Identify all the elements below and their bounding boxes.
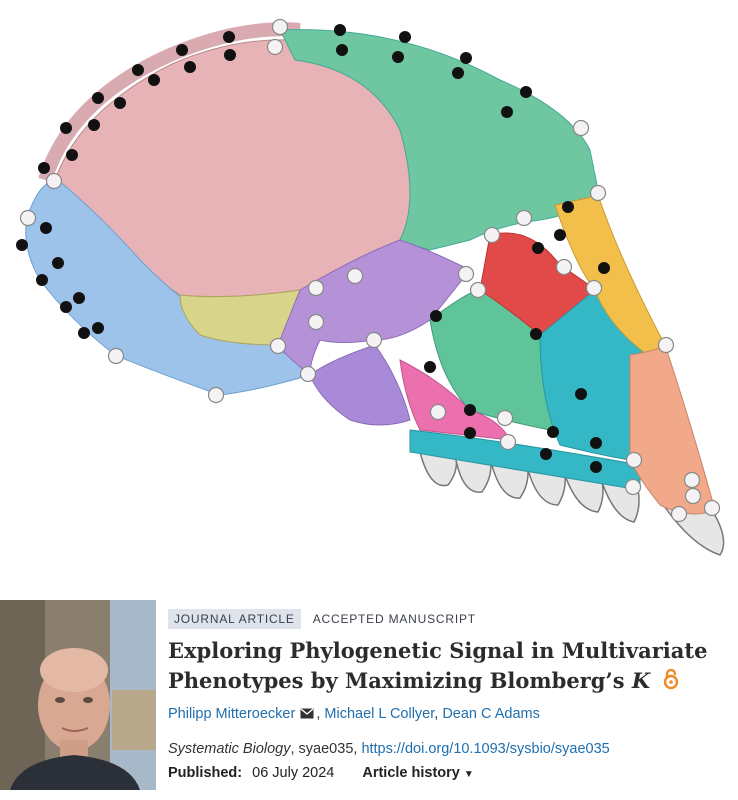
published-date: 06 July 2024 <box>252 765 335 781</box>
article-title-line1: Exploring Phylogenetic Signal in Multiva… <box>168 638 708 663</box>
lacrimal-region <box>479 232 596 336</box>
article-title-line2: Phenotypes by Maximizing Blomberg’s <box>168 668 625 693</box>
author-photo <box>0 600 156 790</box>
author-sep-2: , <box>434 706 443 722</box>
skull-landmark-figure <box>16 18 725 556</box>
open-access-lock-icon <box>663 668 679 698</box>
article-id: , syae035, <box>290 741 362 757</box>
citation-line: Systematic Biology, syae035, https://doi… <box>168 739 734 759</box>
article-history-label: Article history <box>362 765 460 781</box>
journal-name: Systematic Biology <box>168 741 291 757</box>
frontal-region <box>279 29 601 251</box>
doi-link[interactable]: https://doi.org/10.1093/sysbio/syae035 <box>361 741 610 757</box>
article-history-button[interactable]: Article history▼ <box>362 765 473 781</box>
author-link-2[interactable]: Michael L Collyer <box>324 706 435 722</box>
article-type-badge: JOURNAL ARTICLE <box>168 609 301 629</box>
article-title-line2-wrap: Phenotypes by Maximizing Blomberg’s K <box>168 666 734 698</box>
article-card: JOURNAL ARTICLE ACCEPTED MANUSCRIPT Expl… <box>168 600 734 781</box>
article-title[interactable]: Exploring Phylogenetic Signal in Multiva… <box>168 636 734 698</box>
published-label: Published: <box>168 765 243 781</box>
manuscript-status: ACCEPTED MANUSCRIPT <box>312 612 476 626</box>
landmarks-white <box>19 18 721 523</box>
chevron-down-icon: ▼ <box>463 769 474 780</box>
author-sep-1: , <box>316 706 325 722</box>
author-list: Philipp Mitteroecker, Michael L Collyer,… <box>168 704 734 725</box>
envelope-icon[interactable] <box>300 705 314 725</box>
premaxilla-region <box>629 344 716 515</box>
pterygoid-region <box>399 359 511 441</box>
sphenoid-lower <box>309 344 411 426</box>
landmarks-black <box>16 24 610 473</box>
article-title-k: K <box>631 668 651 693</box>
author-link-1[interactable]: Philipp Mitteroecker <box>168 706 296 722</box>
article-labels: JOURNAL ARTICLE ACCEPTED MANUSCRIPT <box>168 608 734 630</box>
publication-row: Published: 06 July 2024 Article history▼ <box>168 765 734 781</box>
vault-rim <box>38 22 301 183</box>
author-link-3[interactable]: Dean C Adams <box>442 706 540 722</box>
